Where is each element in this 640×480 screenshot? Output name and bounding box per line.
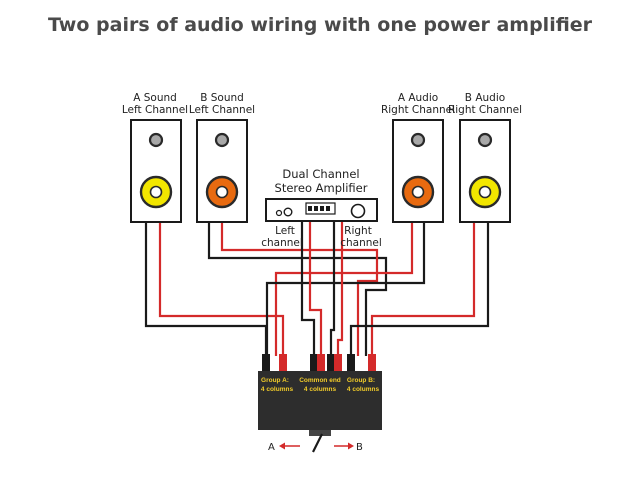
speaker-label-line1: B Sound <box>200 92 244 104</box>
wire-amp-left-red <box>308 220 323 356</box>
speaker-label-line1: A Audio <box>398 92 438 104</box>
display-segment <box>320 206 324 211</box>
wire-a-right-black <box>265 222 426 356</box>
amplifier-label-line2: Stereo Amplifier <box>275 181 368 195</box>
toggle-lever-icon <box>312 433 323 453</box>
speaker-b-right: B Audio Right Channel <box>448 92 522 223</box>
toggle-label-a: A <box>268 442 275 453</box>
volume-knob-icon <box>350 203 366 219</box>
speaker-label-line2: Right Channel <box>448 104 522 116</box>
post-black <box>310 354 318 372</box>
wire-amp-left-black <box>300 220 316 356</box>
wire-a-right-red <box>274 222 414 356</box>
speaker-label-line1: B Audio <box>465 92 505 104</box>
amplifier: Dual Channel Stereo Amplifier Left chann… <box>261 167 382 249</box>
post-red <box>334 354 342 372</box>
group-a-label-line1: Group A: <box>261 377 289 384</box>
amp-left-label-line2: channel <box>261 237 303 249</box>
toggle-label-b: B <box>356 442 363 453</box>
wire-a-left-red <box>158 222 285 356</box>
tweeter-icon <box>214 132 230 148</box>
group-b-label-line2: 4 columns <box>347 386 380 393</box>
speaker-b-left: B Sound Left Channel <box>189 92 255 223</box>
display-segment <box>326 206 330 211</box>
speaker-a-right: A Audio Right Channel <box>381 92 455 223</box>
speaker-a-left: A Sound Left Channel <box>122 92 188 223</box>
speaker-label-line2: Left Channel <box>189 104 255 116</box>
arrow-right-head-icon <box>348 442 354 450</box>
knob-small-icon <box>283 207 293 217</box>
wire-b-right-red <box>370 222 476 356</box>
wires <box>144 220 490 356</box>
group-a-label-line2: 4 columns <box>261 386 294 393</box>
common-end-label-line1: Common end <box>299 377 341 384</box>
arrow-left-head-icon <box>279 442 285 450</box>
switch-box: Group A: 4 columns Common end 4 columns … <box>258 354 382 453</box>
wire-amp-right-black <box>329 220 336 356</box>
group-b-label-line1: Group B: <box>347 377 375 384</box>
switch-box-body <box>258 371 382 430</box>
tweeter-icon <box>410 132 426 148</box>
post-red <box>279 354 287 372</box>
post-red <box>317 354 325 372</box>
woofer-center-icon <box>411 185 425 199</box>
amplifier-label-line1: Dual Channel <box>282 167 359 181</box>
speaker-label-line1: A Sound <box>133 92 177 104</box>
wire-amp-right-red <box>336 220 344 356</box>
amp-right-label-line1: Right <box>344 225 372 237</box>
wire-b-left-red <box>220 222 379 356</box>
toggle-direction: A B <box>268 442 363 453</box>
speaker-label-line2: Right Channel <box>381 104 455 116</box>
tweeter-icon <box>148 132 164 148</box>
post-black <box>327 354 335 372</box>
woofer-center-icon <box>478 185 492 199</box>
wire-a-left-black <box>144 222 268 356</box>
post-black <box>347 354 355 372</box>
diagram-title: Two pairs of audio wiring with one power… <box>48 14 593 36</box>
binding-posts <box>262 354 376 372</box>
toggle-base <box>309 430 331 436</box>
amp-right-label-line2: channel <box>340 237 382 249</box>
speaker-label-line2: Left Channel <box>122 104 188 116</box>
post-black <box>262 354 270 372</box>
post-red <box>368 354 376 372</box>
display-segment <box>308 206 312 211</box>
woofer-center-icon <box>149 185 163 199</box>
display-segment <box>314 206 318 211</box>
common-end-label-line2: 4 columns <box>304 386 337 393</box>
wire-b-right-black <box>349 222 490 356</box>
amp-left-label-line1: Left <box>275 225 295 237</box>
tweeter-icon <box>477 132 493 148</box>
power-led-icon <box>275 209 283 217</box>
woofer-center-icon <box>215 185 229 199</box>
